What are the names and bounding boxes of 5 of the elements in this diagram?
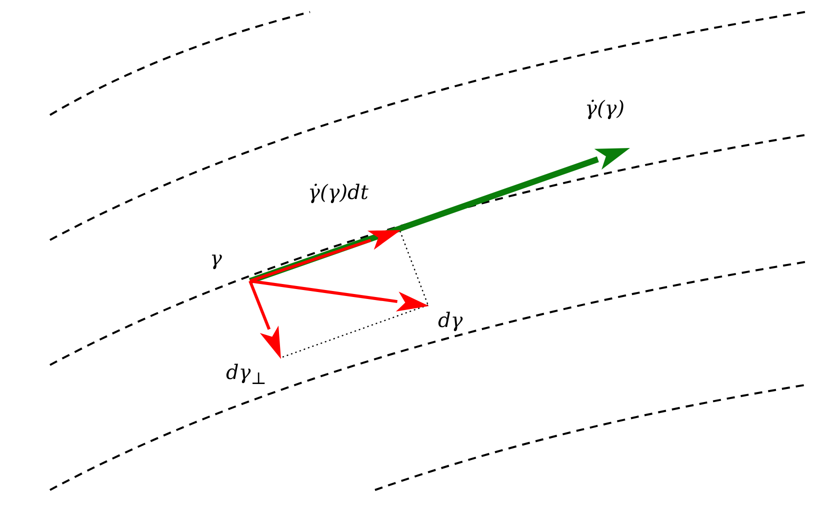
math-label: dγ$_{⊥}$ — [226, 362, 266, 388]
math-label: dγ — [438, 310, 463, 330]
math-label: γ̇(γ)dt — [308, 182, 368, 202]
math-label: γ — [210, 248, 222, 268]
math-label: γ̇(γ) — [585, 98, 625, 118]
